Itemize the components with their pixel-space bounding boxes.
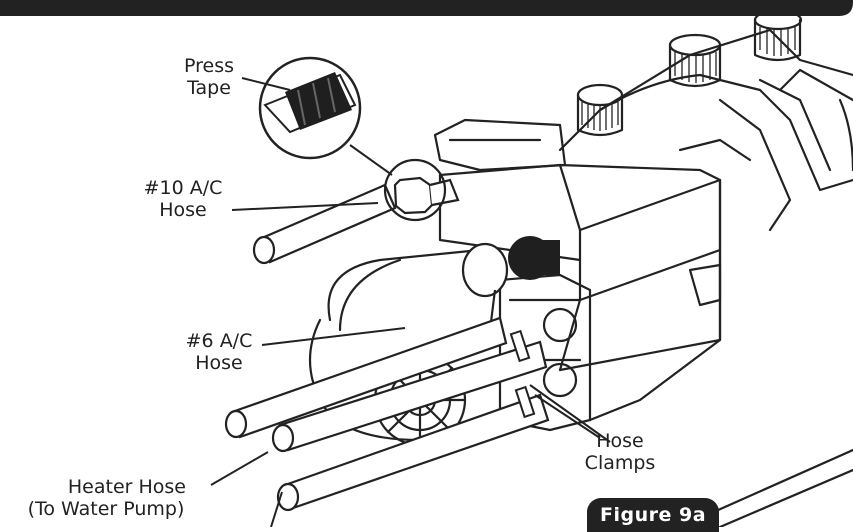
figure-tab: Figure 9a [587,498,719,532]
top-header-bar [0,0,853,20]
label-hose-clamps: Hose Clamps [584,430,656,474]
label-6-ac-hose: #6 A/C Hose [185,330,253,374]
label-press-tape: Press Tape [183,55,234,99]
label-10-ac-hose: #10 A/C Hose [143,177,223,221]
label-heater-hose: Heater Hose (To Water Pump) [27,476,186,520]
